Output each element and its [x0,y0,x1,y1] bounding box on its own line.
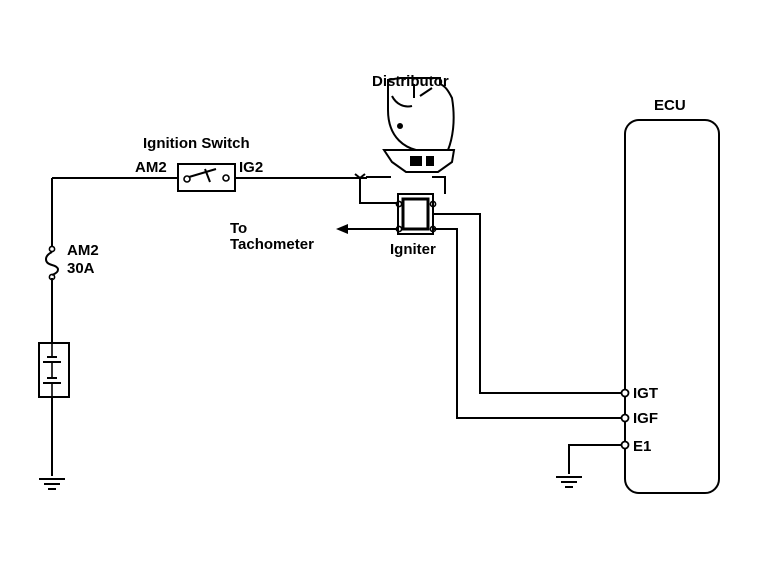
igt-wire [433,213,622,394]
fuse-rating-label: 30A [67,260,95,277]
am2-terminal-label: AM2 [135,159,167,176]
fuse-am2 [45,245,59,281]
igt-terminal-label: IGT [633,385,658,402]
fuse-name-label: AM2 [67,242,99,259]
igniter [395,193,437,235]
battery [38,342,70,398]
to-label: To [230,220,247,237]
e1-wire [568,444,622,474]
battery-feed-wire [51,177,178,476]
e1-terminal-label: E1 [633,438,651,455]
ecu-label: ECU [654,97,686,114]
distributor [382,77,456,173]
ecu-box [620,119,720,494]
ignition-switch [177,163,236,192]
ground-symbol-battery [39,478,65,490]
ig2-wire [235,173,446,204]
ig2-terminal-label: IG2 [239,159,263,176]
tachometer-label: Tachometer [230,236,314,253]
igniter-label: Igniter [390,241,436,258]
ground-symbol-ecu [556,476,582,488]
igf-terminal-label: IGF [633,410,658,427]
ignition-switch-label: Ignition Switch [143,135,250,152]
igf-wire [433,228,622,419]
distributor-label: Distributor [372,73,449,90]
tachometer-wire [336,224,398,234]
